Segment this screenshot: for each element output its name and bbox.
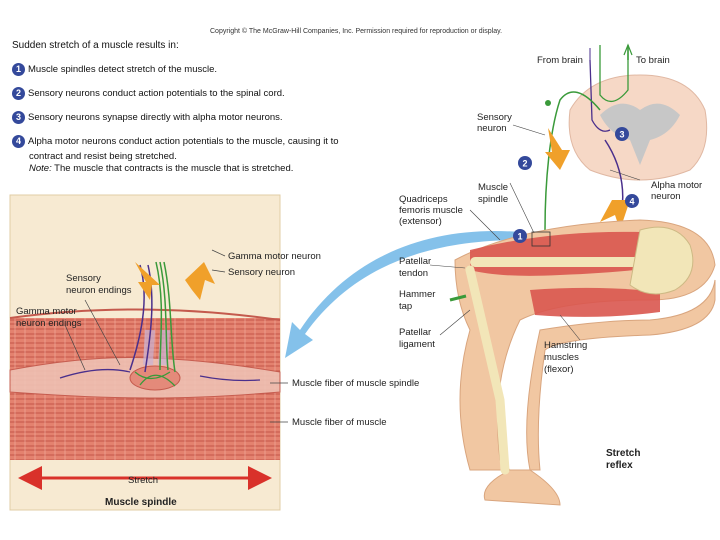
callout-arrow (285, 231, 520, 358)
label-fiber-muscle: Muscle fiber of muscle (292, 417, 387, 428)
label-patellar-tendon-2: tendon (399, 268, 429, 279)
marker-1: 1 (513, 229, 527, 243)
step-text: Sensory neurons conduct action potential… (28, 88, 285, 99)
note-label: Note: (29, 163, 52, 174)
intro-text: Sudden stretch of a muscle results in: (12, 40, 179, 51)
label-sensory-neuron: Sensory neuron (228, 267, 296, 278)
label-sensory-neuron-1: Sensory (477, 112, 512, 123)
hip-bone (629, 226, 694, 295)
hamstring-muscle (530, 287, 660, 317)
label-muscle-spindle-title: Muscle spindle (105, 497, 177, 508)
marker-4-text: 4 (629, 197, 634, 207)
label-muscle-spindle-2: spindle (478, 194, 509, 205)
label-gamma-motor-neuron: Gamma motor neuron (228, 251, 321, 262)
sensory-axons (155, 261, 176, 373)
gray-matter (600, 103, 680, 165)
label-patellar-tendon-1: Patellar (399, 256, 432, 267)
marker-1-text: 1 (517, 232, 522, 242)
label-quadriceps-1: Quadriceps (399, 194, 448, 205)
spindle-box (531, 231, 551, 247)
label-patellar-lig-1: Patellar (399, 327, 432, 338)
label-hammer-1: Hammer (399, 289, 436, 300)
label-to-brain: To brain (636, 55, 670, 66)
label-alpha-1: Alpha motor (651, 180, 703, 191)
label-hamstring-1: Hamstring (544, 340, 588, 351)
marker-2-text: 2 (522, 159, 527, 169)
marker-2: 2 (518, 156, 532, 170)
sensory-neuron-path (544, 91, 601, 231)
label-reflex-1: Stretch (606, 448, 641, 459)
orange-arrow-up (185, 262, 215, 300)
label-reflex-2: reflex (606, 460, 633, 471)
label-gamma-endings-2: neuron endings (16, 318, 82, 329)
step-text: Muscle spindles detect stretch of the mu… (28, 64, 218, 75)
label-fiber-spindle: Muscle fiber of muscle spindle (292, 378, 420, 389)
marker-3-text: 3 (619, 130, 624, 140)
orange-arrow-down (135, 262, 160, 300)
label-sensory-endings-2: neuron endings (66, 285, 132, 296)
note-text: The muscle that contracts is the muscle … (51, 163, 294, 174)
label-quadriceps-3: (extensor) (399, 216, 442, 227)
label-hamstring-2: muscles (544, 352, 579, 363)
label-hamstring-3: (flexor) (544, 364, 574, 375)
label-muscle-spindle-1: Muscle (478, 182, 509, 193)
step-number: 3 (12, 111, 25, 124)
label-gamma-endings-1: Gamma motor (16, 306, 77, 317)
step-text: Sensory neurons synapse directly with al… (28, 112, 283, 123)
step-number: 1 (12, 63, 25, 76)
marker-4: 4 (625, 194, 639, 208)
label-patellar-lig-2: ligament (399, 339, 435, 350)
step-number: 2 (12, 87, 25, 100)
step-number: 4 (12, 135, 25, 148)
hammer-arrow (449, 294, 467, 302)
step-text: Alpha motor neurons conduct action poten… (28, 136, 339, 147)
label-alpha-2: neuron (651, 191, 681, 202)
note: Note: The muscle that contracts is the m… (29, 163, 293, 174)
label-from-brain: From brain (537, 55, 583, 66)
marker-3: 3 (615, 127, 629, 141)
copyright-notice: Copyright © The McGraw-Hill Companies, I… (210, 28, 503, 35)
label-quadriceps-2: femoris muscle (399, 205, 463, 216)
orange-arrow-up-reflex (545, 128, 570, 170)
label-hammer-2: tap (399, 301, 413, 312)
label-stretch: Stretch (128, 475, 159, 486)
step-4-continuation: contract and resist being stretched. (29, 151, 177, 162)
muscle-spindle-panel (9, 194, 288, 511)
label-sensory-endings-1: Sensory (66, 273, 101, 284)
tibia (465, 265, 510, 475)
leg (449, 219, 716, 506)
spinal-cord (568, 43, 708, 181)
label-sensory-neuron-2: neuron (477, 123, 507, 134)
